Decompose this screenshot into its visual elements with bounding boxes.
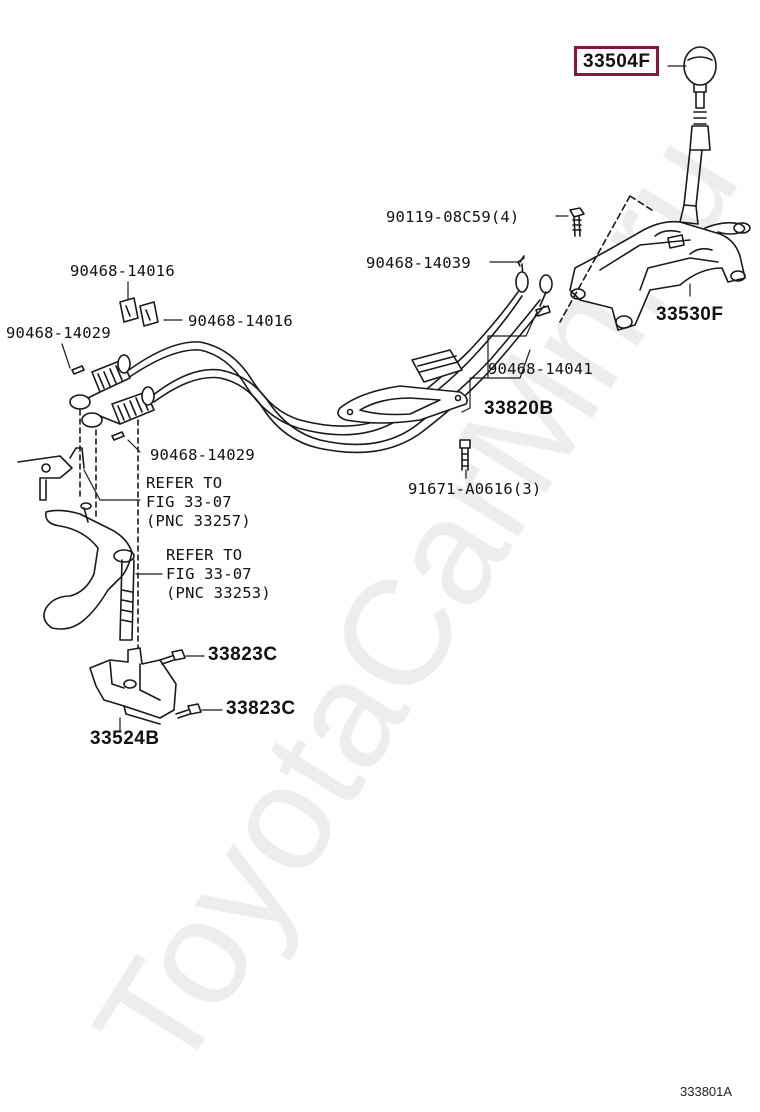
clip-90468-14016-b bbox=[139, 301, 159, 327]
cable-bracket bbox=[337, 349, 468, 424]
transmission-bracket-upper bbox=[17, 447, 85, 501]
shift-lever bbox=[679, 91, 711, 225]
splined-shaft bbox=[119, 559, 135, 641]
part-label-90468-14029-a[interactable]: 90468-14029 bbox=[6, 324, 111, 342]
part-label-90468-14039[interactable]: 90468-14039 bbox=[366, 254, 471, 272]
pin-90468-14029-b bbox=[111, 431, 125, 441]
reference-note-line: FIG 33-07 bbox=[146, 493, 232, 511]
part-label-33820B[interactable]: 33820B bbox=[484, 398, 554, 419]
bracket-33524B bbox=[89, 647, 177, 725]
part-label-33823C-b[interactable]: 33823C bbox=[226, 698, 296, 719]
reference-note-line: REFER TO bbox=[146, 474, 223, 492]
part-label-90119-08C59[interactable]: 90119-08C59(4) bbox=[386, 208, 520, 226]
select-lever bbox=[43, 502, 135, 630]
pin-90468-14039 bbox=[517, 257, 525, 267]
figure-id: 333801A bbox=[680, 1084, 733, 1099]
part-label-91671-A0616[interactable]: 91671-A0616(3) bbox=[408, 480, 542, 498]
cable-end-left-2 bbox=[81, 386, 155, 428]
shift-knob bbox=[683, 46, 717, 93]
part-label-90468-14016-b[interactable]: 90468-14016 bbox=[188, 312, 293, 330]
part-label-33524B[interactable]: 33524B bbox=[90, 728, 160, 749]
shift-cables bbox=[125, 291, 545, 454]
part-label-33504F[interactable]: 33504F bbox=[574, 46, 660, 76]
pin-90468-14029-a bbox=[71, 365, 85, 375]
shift-lever-housing bbox=[569, 220, 751, 331]
part-label-33530F[interactable]: 33530F bbox=[656, 304, 724, 325]
part-label-90468-14016-a[interactable]: 90468-14016 bbox=[70, 262, 175, 280]
part-label-33823C-a[interactable]: 33823C bbox=[208, 644, 278, 665]
bolt-90119 bbox=[569, 207, 585, 237]
reference-note-line: REFER TO bbox=[166, 546, 243, 564]
part-label-90468-14029-b[interactable]: 90468-14029 bbox=[150, 446, 255, 464]
cable-end-left-1 bbox=[69, 354, 131, 410]
part-label-90468-14041[interactable]: 90468-14041 bbox=[488, 360, 593, 378]
reference-note-line: (PNC 33253) bbox=[166, 584, 271, 602]
leader-lines bbox=[61, 65, 691, 733]
reference-note-pnc-33257[interactable]: REFER TO FIG 33-07 (PNC 33257) bbox=[146, 474, 251, 531]
bolt-33823C-b bbox=[175, 703, 202, 719]
clip-90468-14016-a bbox=[119, 297, 139, 323]
bolt-33823C-a bbox=[159, 649, 186, 665]
bolt-91671 bbox=[459, 439, 471, 471]
reference-note-line: (PNC 33257) bbox=[146, 512, 251, 530]
reference-note-pnc-33253[interactable]: REFER TO FIG 33-07 (PNC 33253) bbox=[166, 546, 271, 603]
reference-note-line: FIG 33-07 bbox=[166, 565, 252, 583]
